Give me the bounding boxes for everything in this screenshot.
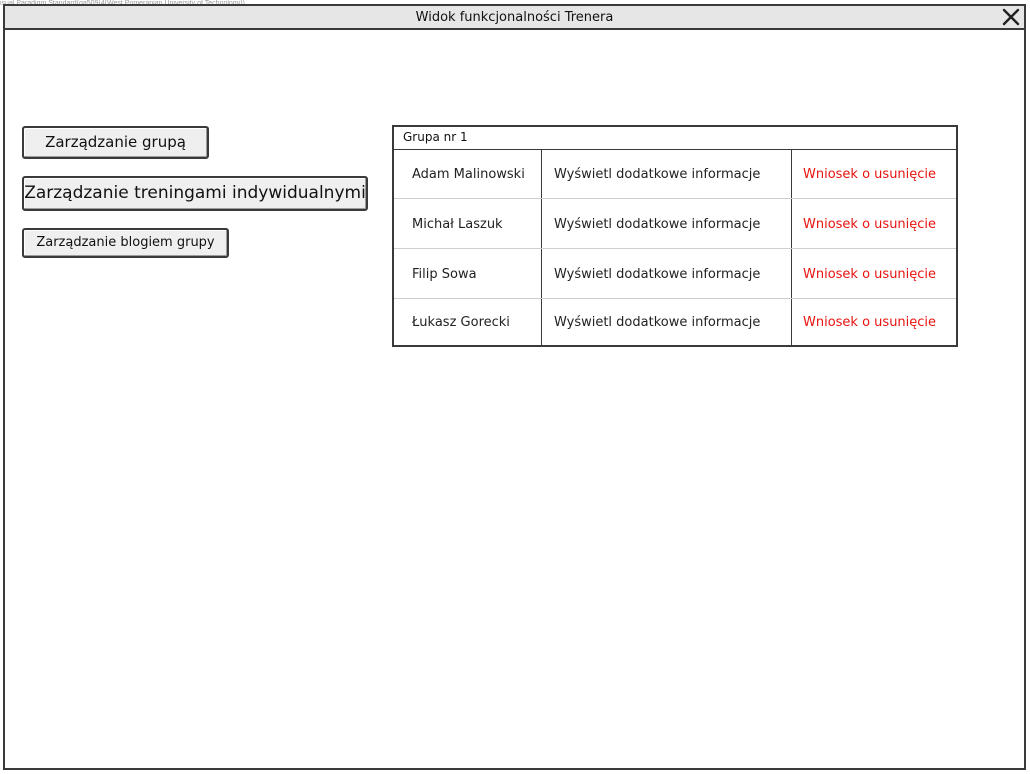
member-row: Michał Laszuk Wyświetl dodatkowe informa…: [394, 200, 956, 249]
row-divider: [394, 198, 956, 199]
member-row: Łukasz Gorecki Wyświetl dodatkowe inform…: [394, 300, 956, 345]
removal-request-link[interactable]: Wniosek o usunięcie: [803, 217, 937, 232]
show-details-link[interactable]: Wyświetl dodatkowe informacje: [554, 315, 761, 330]
member-row: Adam Malinowski Wyświetl dodatkowe infor…: [394, 150, 956, 199]
member-name: Michał Laszuk: [412, 217, 503, 232]
row-divider: [394, 298, 956, 299]
show-details-link[interactable]: Wyświetl dodatkowe informacje: [554, 267, 761, 282]
window-title: Widok funkcjonalności Trenera: [415, 10, 614, 25]
show-details-link[interactable]: Wyświetl dodatkowe informacje: [554, 217, 761, 232]
member-name: Filip Sowa: [412, 267, 477, 282]
member-name: Łukasz Gorecki: [412, 315, 510, 330]
show-details-link[interactable]: Wyświetl dodatkowe informacje: [554, 167, 761, 182]
watermark-text: isual Paradigm Standard(ga509(4(West Pom…: [0, 0, 245, 8]
row-divider: [394, 248, 956, 249]
titlebar: Widok funkcjonalności Trenera: [5, 6, 1024, 30]
removal-request-link[interactable]: Wniosek o usunięcie: [803, 267, 937, 282]
member-name: Adam Malinowski: [412, 167, 525, 182]
member-row: Filip Sowa Wyświetl dodatkowe informacje…: [394, 250, 956, 299]
main-window: Widok funkcjonalności Trenera Zarządzani…: [3, 4, 1026, 770]
group-title: Grupa nr 1: [403, 130, 468, 144]
manage-group-button[interactable]: Zarządzanie grupą: [22, 126, 209, 159]
removal-request-link[interactable]: Wniosek o usunięcie: [803, 167, 937, 182]
group-panel-header: Grupa nr 1: [394, 127, 956, 150]
close-icon[interactable]: [1001, 7, 1021, 27]
group-panel: Grupa nr 1 Adam Malinowski Wyświetl doda…: [392, 125, 958, 347]
manage-individual-trainings-button[interactable]: Zarządzanie treningami indywidualnymi: [22, 176, 368, 211]
column-divider: [791, 150, 792, 345]
removal-request-link[interactable]: Wniosek o usunięcie: [803, 315, 937, 330]
manage-group-blog-button[interactable]: Zarządzanie blogiem grupy: [22, 228, 229, 258]
column-divider: [541, 150, 542, 345]
